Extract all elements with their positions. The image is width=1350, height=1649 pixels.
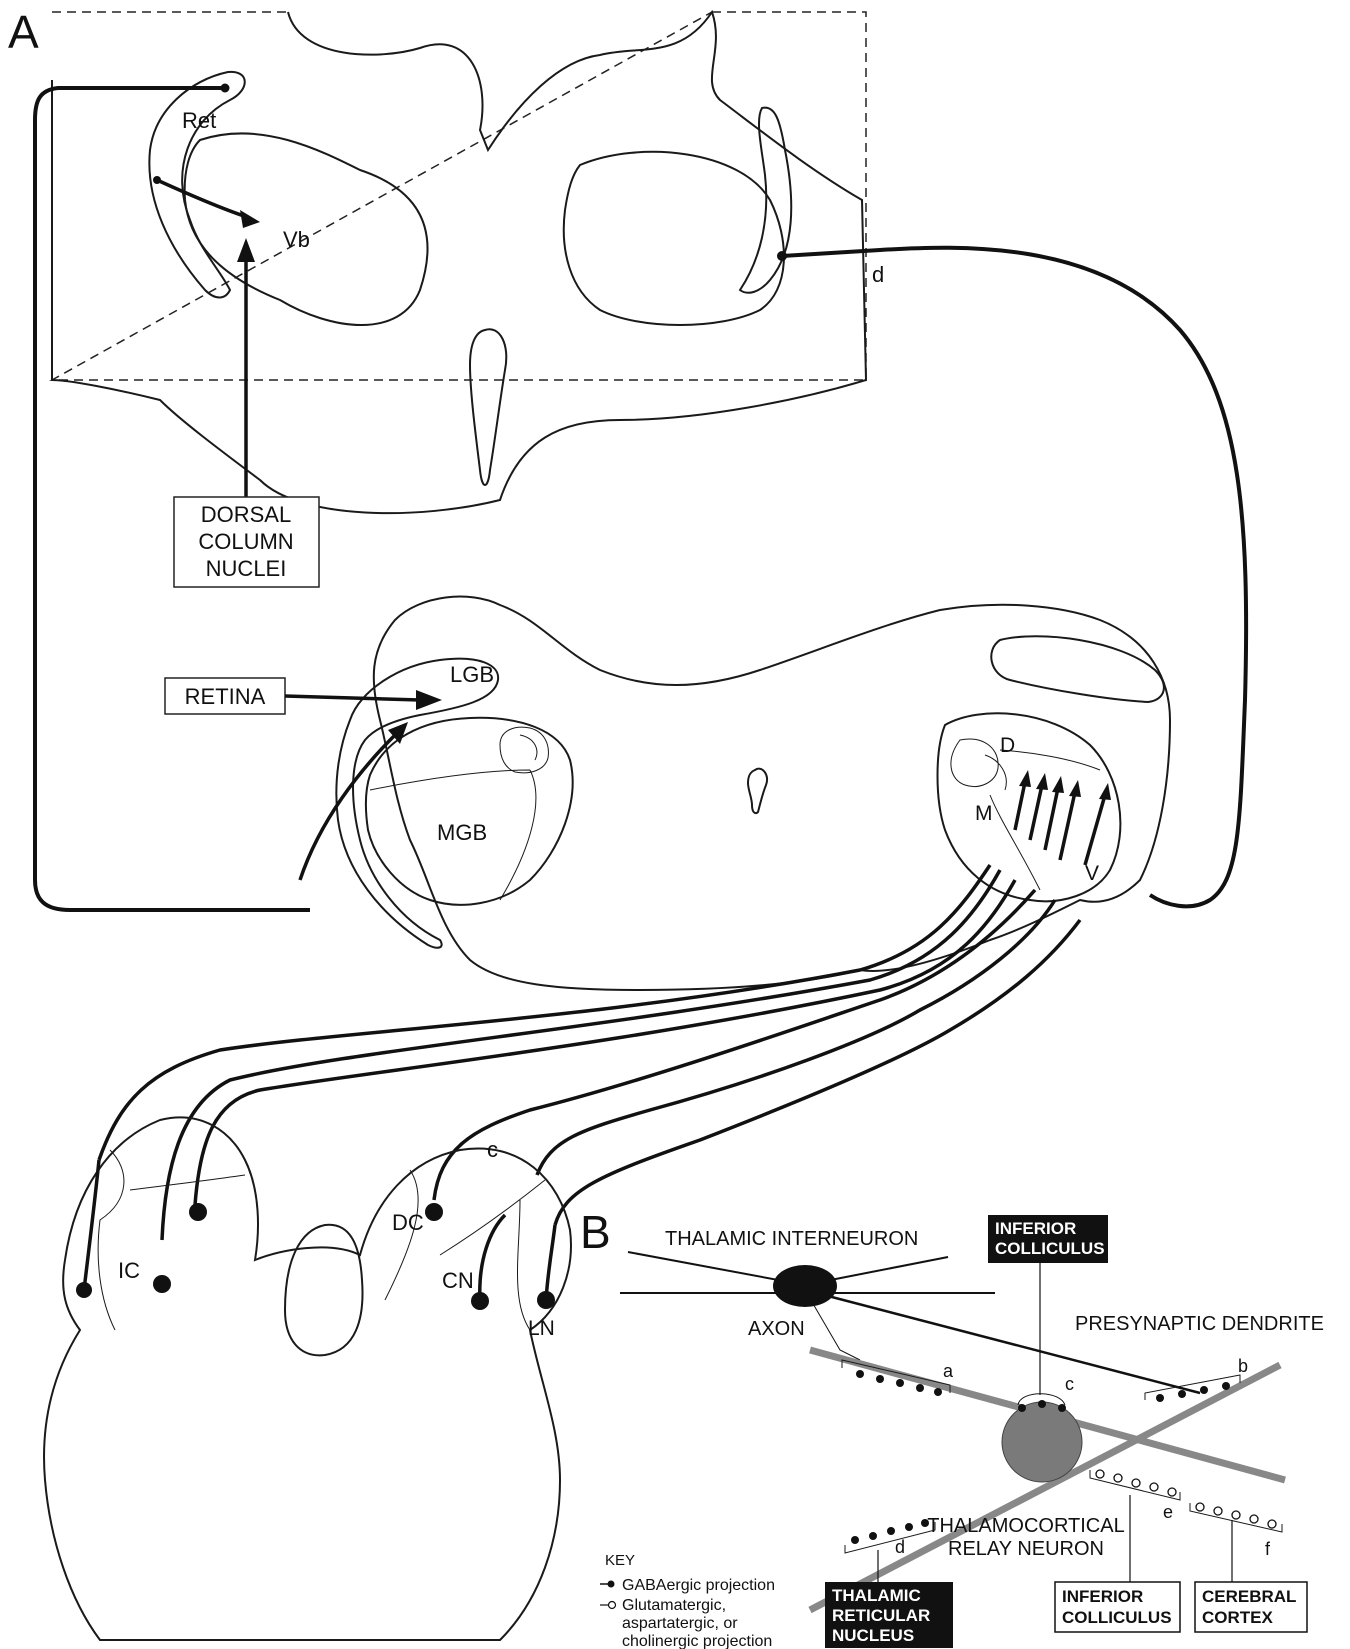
cerebral-aqueduct xyxy=(748,769,767,813)
v-label: V xyxy=(1085,862,1099,885)
m-label: M xyxy=(975,802,993,825)
colliculus-terminals xyxy=(76,1160,555,1310)
ic-top-line-1: INFERIOR xyxy=(995,1219,1076,1238)
right-loop-terminal xyxy=(777,251,787,261)
syn-c-label: c xyxy=(1065,1374,1074,1394)
syn-a-label: a xyxy=(943,1361,954,1381)
cortex-line-1: CEREBRAL xyxy=(1202,1587,1296,1606)
ic-top-line-2: COLLICULUS xyxy=(995,1239,1105,1258)
synapse-f xyxy=(1190,1503,1282,1532)
dorsal-column-line-2: COLUMN xyxy=(198,529,293,554)
right-feedback-loop xyxy=(782,248,1246,907)
trn-line-1: THALAMIC xyxy=(832,1586,921,1605)
right-mgb-subdivisions xyxy=(951,739,1100,890)
key-glut-line-1: Glutamatergic, xyxy=(622,1597,726,1614)
ret-to-vb-arrowhead xyxy=(240,210,260,228)
colliculus-section-outline xyxy=(44,1117,571,1640)
mgb-label: MGB xyxy=(437,820,487,845)
d-label-top: d xyxy=(872,262,884,287)
right-thalamic-nucleus-outline xyxy=(564,152,784,325)
lgb-label: LGB xyxy=(450,662,494,687)
retina-to-lgb-axon xyxy=(285,696,420,700)
key-glut-dot xyxy=(609,1602,616,1609)
panel-a-label: A xyxy=(8,6,39,58)
mgb-medial-division xyxy=(500,727,548,773)
midbrain-section-outline xyxy=(374,597,1170,990)
relay-label-line-2: RELAY NEURON xyxy=(948,1538,1104,1560)
ret-to-vb-axon xyxy=(157,180,250,218)
synapse-e xyxy=(1090,1470,1180,1500)
ic-label: IC xyxy=(118,1258,140,1283)
cortex-line-2: CORTEX xyxy=(1202,1608,1274,1627)
c-label-a: c xyxy=(487,1137,498,1162)
ic-bottom-line-1: INFERIOR xyxy=(1062,1587,1143,1606)
axon-label: AXON xyxy=(748,1318,805,1340)
relay-label-line-1: THALAMOCORTICAL xyxy=(927,1515,1124,1537)
key-glut-line-2: aspartatergic, or xyxy=(622,1615,738,1632)
dorsal-column-line-1: DORSAL xyxy=(201,502,291,527)
synapse-d xyxy=(845,1519,935,1553)
right-lgb-outline xyxy=(991,636,1164,702)
ic-bottom-line-2: COLLICULUS xyxy=(1062,1608,1172,1627)
ascending-fiber-bundle xyxy=(99,865,1080,1240)
presynaptic-label: PRESYNAPTIC DENDRITE xyxy=(1075,1313,1324,1335)
left-ic-subdivisions xyxy=(98,1150,245,1330)
trn-line-3: NUCLEUS xyxy=(832,1626,914,1645)
vmgb-arrows xyxy=(1015,770,1111,865)
panel-b-label: B xyxy=(580,1206,611,1258)
key-gaba-dot xyxy=(608,1581,615,1588)
interneuron-soma xyxy=(773,1265,837,1307)
ln-label: LN xyxy=(528,1317,555,1340)
dcn-to-vb-arrowhead xyxy=(237,238,255,262)
trn-line-2: RETICULAR xyxy=(832,1606,930,1625)
retina-to-lgb-arrowhead xyxy=(416,690,442,710)
interneuron-label: THALAMIC INTERNEURON xyxy=(665,1228,918,1250)
dc-label: DC xyxy=(392,1210,424,1235)
d-label: D xyxy=(1000,734,1015,757)
ret-label: Ret xyxy=(182,108,216,133)
cerebral-aqueduct-lower xyxy=(285,1225,363,1356)
synapse-b xyxy=(1145,1375,1240,1402)
right-ic-subdivisions xyxy=(385,1170,545,1330)
retina-label: RETINA xyxy=(185,684,266,709)
relay-neuron-soma xyxy=(1002,1402,1082,1482)
third-ventricle xyxy=(470,329,506,485)
left-loop-terminal xyxy=(221,84,230,93)
dorsal-column-line-3: NUCLEI xyxy=(206,556,287,581)
key-gaba-text: GABAergic projection xyxy=(622,1577,775,1594)
syn-d-label: d xyxy=(895,1537,905,1557)
cn-label: CN xyxy=(442,1268,474,1293)
syn-f-label: f xyxy=(1265,1539,1271,1559)
syn-e-label: e xyxy=(1163,1502,1173,1522)
syn-b-label: b xyxy=(1238,1356,1248,1376)
inset-dashed-frame xyxy=(52,12,866,380)
mgb-outline xyxy=(366,718,573,905)
key-glut-line-3: cholinergic projection xyxy=(622,1633,772,1649)
key-title: KEY xyxy=(605,1552,635,1569)
vb-label: Vb xyxy=(283,227,310,252)
